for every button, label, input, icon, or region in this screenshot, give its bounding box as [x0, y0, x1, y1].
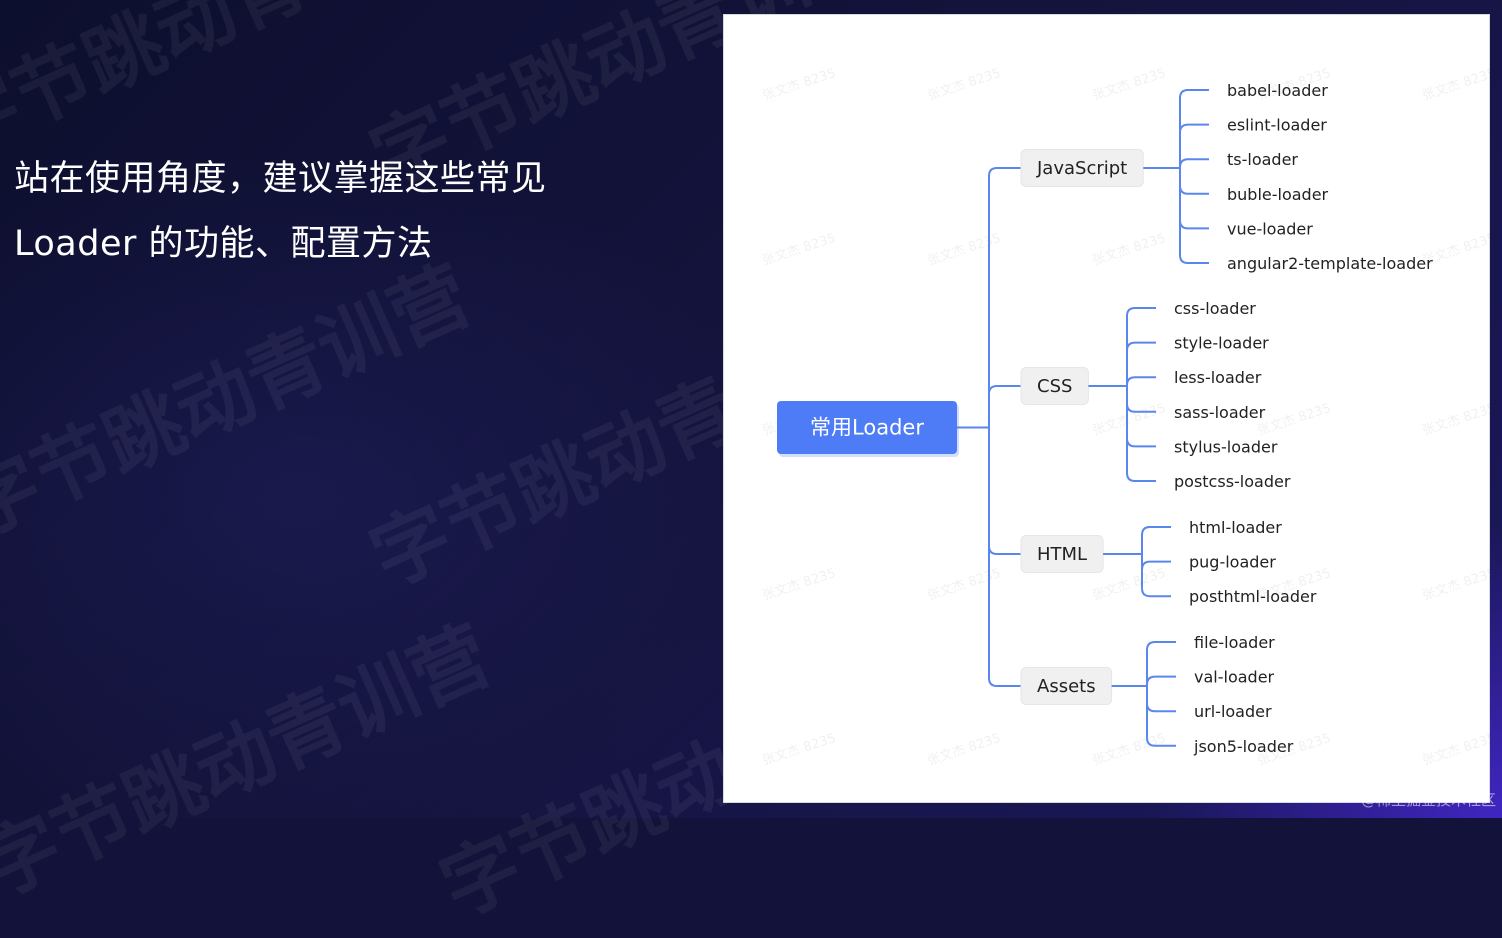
leaf-connector-line	[1126, 472, 1156, 482]
branch-label: CSS	[1037, 376, 1072, 397]
branch-label: HTML	[1037, 544, 1087, 565]
panel-watermark-text: 张文杰 8235	[1421, 566, 1491, 604]
leaf-connector-line	[1179, 220, 1209, 230]
slide-heading-line-2: Loader 的功能、配置方法	[14, 224, 433, 264]
leaf-connector-line	[1141, 588, 1171, 598]
leaf-node-label: style-loader	[1174, 334, 1269, 353]
leaf-node-label: posthtml-loader	[1189, 587, 1317, 606]
leaf-node-label: angular2-template-loader	[1227, 254, 1433, 273]
root-node	[777, 401, 957, 454]
leaf-connector-line	[1179, 185, 1209, 195]
branch-label: Assets	[1037, 676, 1096, 697]
loader-mindmap: 张文杰 8235 张文杰 8235 张文杰 8235 张文杰 8235 张文杰 8235…	[761, 66, 1491, 769]
panel-watermark-text: 张文杰 8235	[1421, 401, 1491, 439]
leaf-node-label: stylus-loader	[1174, 437, 1278, 456]
leaf-node-label: postcss-loader	[1174, 472, 1291, 491]
branch-label: JavaScript	[1036, 158, 1127, 179]
leaf-node-label: buble-loader	[1227, 185, 1329, 204]
leaf-node-label: val-loader	[1194, 668, 1275, 687]
leaf-connector-line	[1126, 403, 1156, 413]
branch-connector-line	[988, 677, 1021, 687]
leaf-connector-line	[1126, 341, 1156, 351]
branch-connector-line	[988, 545, 1021, 555]
branch-connector-line	[988, 385, 1021, 395]
leaf-connector-line	[1141, 560, 1171, 570]
leaf-node-label: eslint-loader	[1227, 116, 1327, 135]
leaf-connector-line	[1126, 376, 1156, 386]
panel-watermark-text: 张文杰 8235	[761, 566, 838, 604]
leaf-node-label: html-loader	[1189, 518, 1282, 537]
panel-watermark-text: 张文杰 8235	[1091, 231, 1168, 269]
leaf-connector-line	[1179, 89, 1209, 99]
leaf-connector-line	[1126, 307, 1156, 317]
leaf-node-label: file-loader	[1194, 633, 1275, 652]
slide-heading-line-1: 站在使用角度，建议掌握这些常见	[14, 159, 547, 199]
leaf-connector-line	[1146, 675, 1176, 685]
root-label: 常用Loader	[810, 416, 924, 440]
panel-watermark-text: 张文杰 8235	[761, 731, 838, 769]
leaf-connector-line	[1146, 737, 1176, 747]
panel-watermark-text: 张文杰 8235	[1091, 566, 1168, 604]
leaf-connector-line	[1179, 254, 1209, 264]
panel-watermark-text: 张文杰 8235	[1091, 66, 1168, 104]
leaf-node-label: json5-loader	[1193, 737, 1294, 756]
panel-watermark-text: 张文杰 8235	[1421, 731, 1491, 769]
panel-watermark-text: 张文杰 8235	[926, 231, 1003, 269]
panel-watermark-text: 张文杰 8235	[1421, 66, 1491, 104]
leaf-connector-line	[1141, 526, 1171, 536]
panel-watermark-text: 张文杰 8235	[761, 66, 838, 104]
leaf-node-label: vue-loader	[1227, 219, 1313, 238]
leaf-node-label: ts-loader	[1227, 150, 1298, 169]
panel-watermark-text: 张文杰 8235	[1091, 731, 1168, 769]
panel-watermark-text: 张文杰 8235	[1256, 401, 1333, 439]
leaf-connector-line	[1179, 123, 1209, 133]
panel-watermark-text: 张文杰 8235	[761, 231, 838, 269]
leaf-node-label: pug-loader	[1189, 553, 1276, 572]
leaf-node-label: sass-loader	[1174, 403, 1266, 422]
leaf-connector-line	[1146, 703, 1176, 713]
leaf-node-label: css-loader	[1174, 299, 1256, 318]
leaf-node-label: less-loader	[1174, 368, 1262, 387]
leaf-node-label: babel-loader	[1227, 81, 1328, 100]
panel-watermark-text: 张文杰 8235	[926, 566, 1003, 604]
leaf-connector-line	[1126, 438, 1156, 448]
leaf-connector-line	[1179, 158, 1209, 168]
branch-connector-line	[988, 167, 1021, 177]
leaf-connector-line	[1146, 641, 1176, 651]
panel-watermark-text: 张文杰 8235	[1091, 401, 1168, 439]
source-credit: @稀土掘金技术社区	[1360, 791, 1496, 809]
panel-watermark-text: 张文杰 8235	[926, 66, 1003, 104]
leaf-node-label: url-loader	[1194, 702, 1272, 721]
panel-watermark-text: 张文杰 8235	[926, 731, 1003, 769]
mindmap-panel: 张文杰 8235 张文杰 8235 张文杰 8235 张文杰 8235 张文杰 8235…	[723, 14, 1491, 803]
